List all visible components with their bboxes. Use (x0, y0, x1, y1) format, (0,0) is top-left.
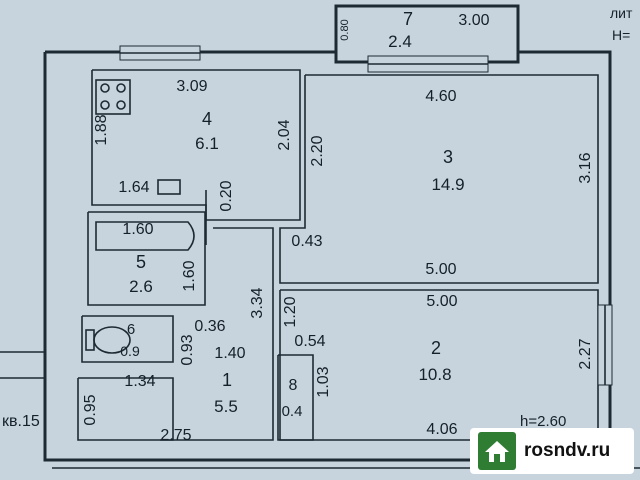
corner-note-top: лит (610, 5, 633, 21)
dim-1.64: 1.64 (118, 179, 149, 196)
room-4-area: 6.1 (195, 134, 219, 153)
room-7-number: 7 (403, 9, 413, 29)
dim-3.34: 3.34 (249, 287, 266, 318)
dim-5.00-bottom: 5.00 (426, 293, 457, 310)
room-8-area: 0.4 (282, 403, 303, 420)
dim-2.75: 2.75 (160, 427, 191, 444)
room-3-number: 3 (443, 147, 453, 167)
dim-0.20: 0.20 (218, 180, 235, 211)
dim-4.06: 4.06 (426, 421, 457, 438)
room-1-number: 1 (222, 370, 232, 390)
room-4-number: 4 (202, 109, 212, 129)
room-3-area: 14.9 (431, 175, 464, 194)
dimension-labels: 0.80 3.00 3.09 4.60 1.88 2.04 2.20 3.16 … (82, 12, 594, 444)
dim-2.04: 2.04 (276, 119, 293, 150)
watermark-text: rosndv.ru (524, 440, 611, 461)
dim-0.43: 0.43 (291, 233, 322, 250)
dim-1.20: 1.20 (282, 296, 299, 327)
dim-3.09: 3.09 (176, 78, 207, 95)
dim-1.88: 1.88 (93, 114, 110, 145)
dim-1.60-side: 1.60 (181, 260, 198, 291)
corner-note-bottom: H= (612, 27, 630, 43)
dim-2.20: 2.20 (309, 135, 326, 166)
room-8-number: 8 (289, 377, 298, 394)
dim-0.54: 0.54 (294, 333, 325, 350)
room-7-area: 2.4 (388, 32, 412, 51)
dim-4.60: 4.60 (425, 88, 456, 105)
dim-3.16: 3.16 (577, 152, 594, 183)
windows (119, 45, 613, 386)
room-5-number: 5 (136, 252, 146, 272)
bathtub-icon (95, 221, 195, 251)
room-5-area: 2.6 (129, 277, 153, 296)
watermark: rosndv.ru (470, 428, 634, 474)
room-labels: 7 2.4 4 6.1 3 14.9 5 2.6 6 0.9 2 10.8 1 … (120, 9, 464, 420)
dim-0.36: 0.36 (194, 318, 225, 335)
sink-icon (157, 179, 181, 195)
dim-0.93: 0.93 (179, 334, 196, 365)
dim-5.00-top: 5.00 (425, 261, 456, 278)
dim-1.03: 1.03 (315, 366, 332, 397)
ceiling-height-label: h=2.60 (520, 413, 566, 430)
fixtures (85, 79, 195, 354)
room-6-area: 0.9 (120, 343, 140, 359)
dim-2.27: 2.27 (577, 338, 594, 369)
dim-1.40: 1.40 (214, 345, 245, 362)
house-icon (478, 432, 516, 470)
dim-1.60-bath: 1.60 (122, 221, 153, 238)
room-2-area: 10.8 (418, 365, 451, 384)
room-6-number: 6 (127, 321, 135, 338)
dim-0.80: 0.80 (339, 19, 351, 40)
stove-icon (95, 79, 131, 115)
room-1-area: 5.5 (214, 397, 238, 416)
dim-1.34: 1.34 (124, 373, 155, 390)
room-2-number: 2 (431, 338, 441, 358)
notes: кв.15 h=2.60 лит H= (2, 5, 633, 430)
apartment-label: кв.15 (2, 413, 40, 430)
dim-3.00: 3.00 (458, 12, 489, 29)
dim-0.95: 0.95 (82, 394, 99, 425)
